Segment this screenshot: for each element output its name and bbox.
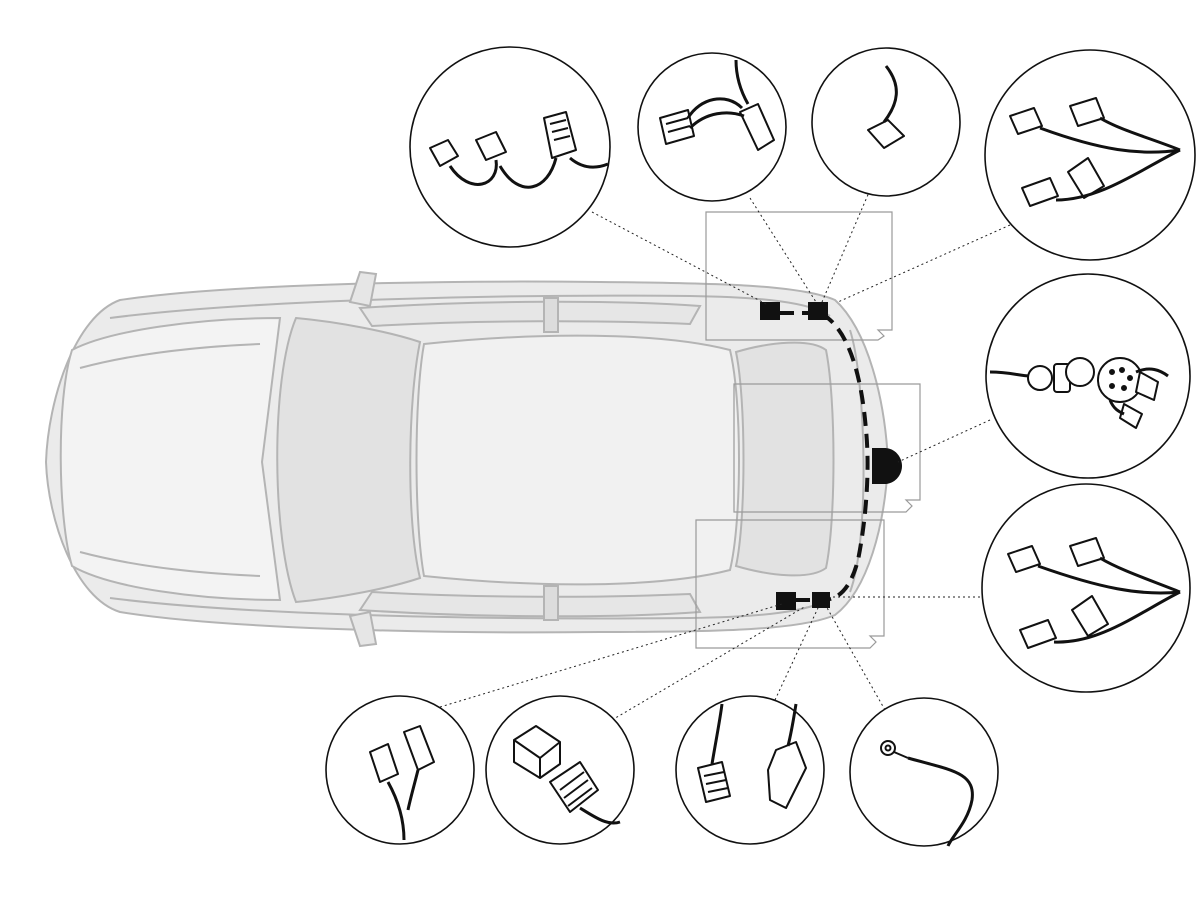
car-mirror-bottom: [348, 610, 378, 648]
connector-upper-left: [760, 302, 780, 320]
detail-box-upper: [705, 211, 893, 341]
leader-lines: [439, 189, 1011, 721]
leader-d3: [821, 189, 871, 303]
detail-circle-d10: [849, 697, 999, 847]
car-top-view: [44, 270, 890, 648]
detail-circle-d8: [485, 695, 635, 845]
detail-circle-d6: [981, 483, 1191, 693]
connection-points: [760, 302, 902, 610]
car-side-window-top: [358, 300, 702, 328]
car-hood: [59, 316, 282, 602]
car-hood-crease-bottom: [79, 551, 261, 577]
detail-circle-d1: [409, 46, 611, 248]
car-windshield: [276, 316, 422, 604]
car-rear-window: [734, 341, 835, 577]
wiring-harness: [780, 311, 870, 602]
harness-branch-icon: [1007, 537, 1181, 649]
connector-upper-right: [808, 302, 828, 320]
multi-pin-connector-icon: [513, 725, 621, 825]
plug-pair-icon: [659, 59, 775, 151]
leader-d2: [749, 197, 817, 303]
car-side-trim-bottom: [109, 597, 831, 620]
detail-circle-d7: [325, 695, 475, 845]
single-plug-icon: [369, 725, 435, 841]
leader-d4: [837, 224, 1011, 303]
towbar-socket-marker: [872, 448, 902, 484]
ground-ring-terminal-icon: [880, 740, 974, 847]
detail-box-middle: [733, 383, 921, 513]
detail-circle-d4: [984, 49, 1196, 261]
car-side-window-bottom: [358, 590, 702, 618]
tail-light-connector-trio-icon: [429, 111, 609, 189]
single-plug-icon: [867, 65, 905, 149]
leader-d9: [774, 607, 819, 701]
leader-d5: [897, 419, 991, 463]
thirteen-pin-socket-icon: [989, 357, 1169, 429]
connector-lower-left: [776, 592, 796, 610]
harness-branch-icon: [1009, 97, 1181, 207]
detail-box-lower: [695, 519, 885, 649]
detail-boxes: [695, 211, 921, 649]
leader-d10: [825, 605, 886, 711]
car-roof: [415, 334, 740, 586]
car-hood-crease-top: [79, 343, 261, 369]
car-b-pillar-bottom: [543, 585, 559, 621]
car-mirror-top: [348, 270, 378, 308]
plug-pair-icon: [697, 703, 807, 809]
connector-lower-right: [812, 592, 830, 608]
car-b-pillar-top: [543, 297, 559, 333]
harness-main-run: [820, 312, 870, 602]
leader-d1: [591, 211, 769, 306]
car-side-trim-top: [109, 294, 831, 319]
detail-circle-d2: [637, 52, 787, 202]
